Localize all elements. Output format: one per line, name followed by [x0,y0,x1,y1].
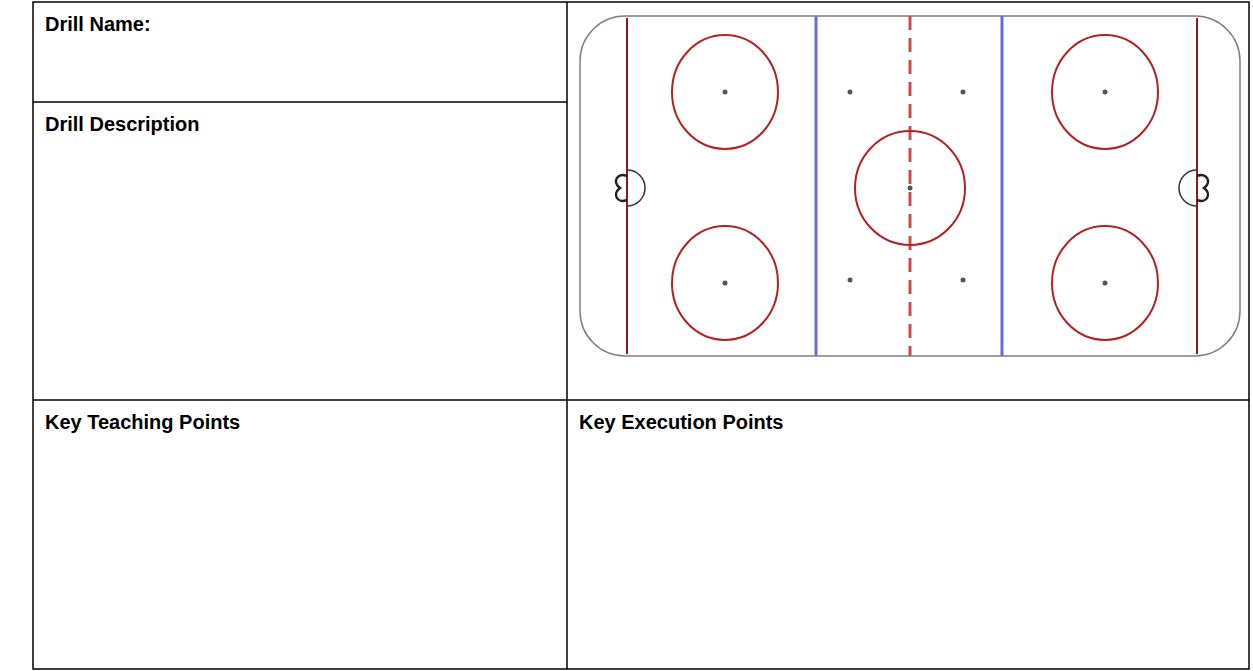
center-red-line [909,16,912,356]
row-divider [33,101,567,103]
table-grid [33,2,1249,669]
table-border [33,2,1249,669]
faceoff-circles [672,35,1158,340]
form-cell: Key Teaching Points [33,400,567,669]
goal-line [1196,18,1198,354]
hockey-rink [580,16,1240,356]
goal-net [616,175,627,201]
form-cell: Drill Name: [33,2,567,102]
rink-boards [580,16,1240,356]
blue-line [815,16,818,356]
field-label: Key Execution Points [579,410,1237,434]
center-circle [855,131,965,245]
goal-creases [627,170,1197,206]
goal-crease [627,170,645,206]
blue-line [1001,16,1004,356]
form-cell: Drill Description [33,102,567,400]
goal-crease [1179,170,1197,206]
faceoff-circle [672,226,778,340]
field-label: Key Teaching Points [45,410,555,434]
form-cell: Key Execution Points [567,400,1249,669]
row-divider [33,399,1249,401]
goal-line [626,18,628,354]
faceoff-circle [1052,226,1158,340]
goal-nets [616,175,1208,201]
field-label: Drill Name: [45,12,555,36]
faceoff-circle [672,35,778,149]
goal-net [1197,175,1208,201]
faceoff-dots [723,90,1108,286]
field-label: Drill Description [45,112,555,136]
faceoff-circle [1052,35,1158,149]
